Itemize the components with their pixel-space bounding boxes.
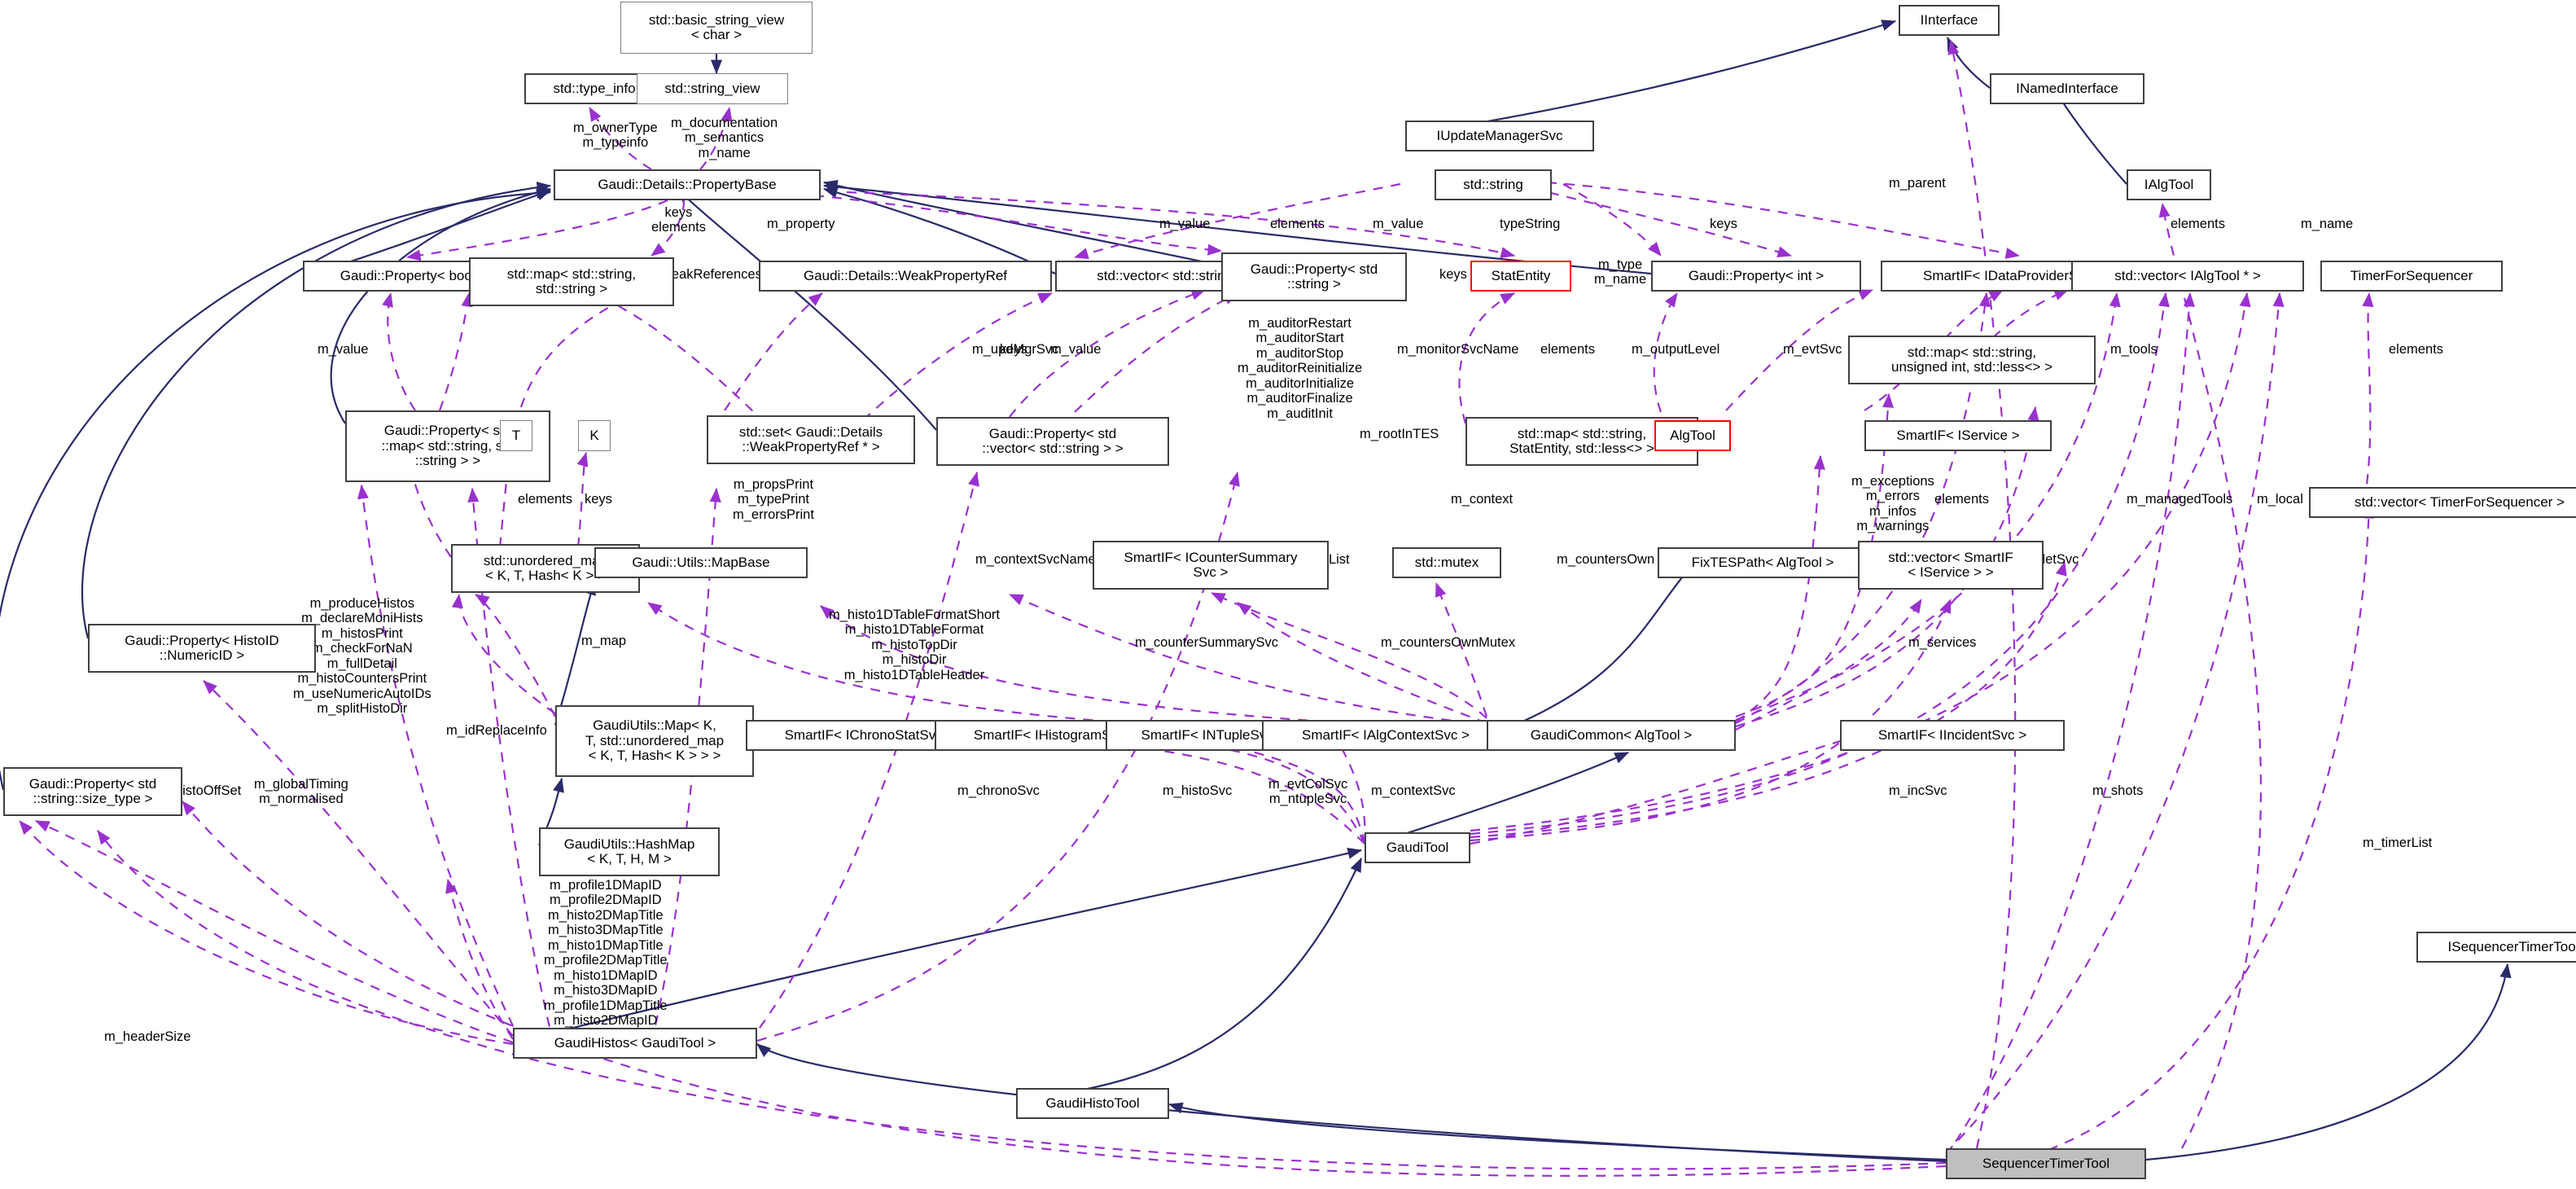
edge-label-l_ownerType: m_ownerType m_typeinfo (573, 121, 658, 151)
edge-label-l_auditors: m_auditorRestart m_auditorStart m_audito… (1238, 316, 1363, 421)
edge-label-l_m_parent: m_parent (1889, 176, 1946, 191)
class-node-prop_histoid[interactable]: Gaudi::Property< HistoID ::NumericID > (88, 624, 316, 673)
edge-label-l_m_map: m_map (581, 634, 627, 648)
class-node-K[interactable]: K (578, 420, 611, 451)
edge-label-l_m_property: m_property (767, 217, 835, 231)
edge-label-l_m_countersOwn: m_countersOwn (1557, 552, 1655, 567)
edge-label-l_keys_3: keys (1439, 267, 1467, 282)
edge-label-l_keys_4: keys (585, 492, 612, 507)
class-node-vec_smartif_iservice[interactable]: std::vector< SmartIF < IService > > (1858, 541, 2044, 590)
edge-label-l_m_evtSvc: m_evtSvc (1783, 342, 1842, 357)
class-node-isequencertimertool[interactable]: ISequencerTimerTool (2416, 932, 2576, 963)
edge-label-l_m_outputLevel: m_outputLevel (1632, 342, 1720, 357)
class-node-map_str_uint[interactable]: std::map< std::string, unsigned int, std… (1848, 336, 2096, 384)
class-node-gaudiutils_hashmap[interactable]: GaudiUtils::HashMap < K, T, H, M > (539, 827, 720, 876)
edge-label-l_m_services: m_services (1908, 635, 1977, 650)
class-node-mutex[interactable]: std::mutex (1392, 547, 1501, 578)
class-node-set_weakpropertyref[interactable]: std::set< Gaudi::Details ::WeakPropertyR… (707, 415, 915, 464)
edge-label-l_m_context: m_context (1451, 492, 1514, 507)
edge-label-l_m_evtColSvc: m_evtColSvc m_ntupleSvc (1268, 777, 1348, 807)
class-node-smartif_ialgcontext[interactable]: SmartIF< IAlgContextSvc > (1262, 720, 1509, 751)
class-node-prop_size_type[interactable]: Gaudi::Property< std ::string::size_type… (3, 767, 182, 816)
class-node-smartif_icountersummary[interactable]: SmartIF< ICounterSummary Svc > (1093, 541, 1329, 590)
edge-label-l_documentation: m_documentation m_semantics m_name (671, 116, 778, 160)
edge-label-l_m_countersOwnMutex: m_countersOwnMutex (1381, 635, 1516, 650)
class-node-weakpropertyref[interactable]: Gaudi::Details::WeakPropertyRef (759, 261, 1052, 292)
edge-label-l_m_chronoSvc: m_chronoSvc (957, 783, 1040, 798)
class-node-prop_std_string[interactable]: Gaudi::Property< std ::string > (1221, 252, 1407, 301)
edge-label-l_m_value_4: m_value (1050, 342, 1102, 357)
edge-label-l_m_idReplaceInfo: m_idReplaceInfo (446, 723, 547, 738)
edge-label-l_m_histoSvc: m_histoSvc (1163, 783, 1233, 798)
class-node-propertybase[interactable]: Gaudi::Details::PropertyBase (554, 169, 821, 200)
edge-label-l_m_histo1DTable: m_histo1DTableFormatShort m_histo1DTable… (829, 608, 1001, 682)
class-node-prop_vec_string[interactable]: Gaudi::Property< std ::vector< std::stri… (936, 417, 1169, 466)
class-node-timerforsequencer[interactable]: TimerForSequencer (2320, 261, 2503, 292)
edge-label-l_elements_6: elements (518, 492, 572, 507)
class-node-smartif_iincident[interactable]: SmartIF< IIncidentSvc > (1840, 720, 2065, 751)
class-node-mapbase[interactable]: Gaudi::Utils::MapBase (594, 547, 808, 578)
edge-label-l_m_exceptions: m_exceptions m_errors m_infos m_warnings (1851, 474, 1934, 534)
edge-label-l_m_counterSummarySvc: m_counterSummarySvc (1135, 635, 1279, 650)
edge-label-l_m_updMgrSvc: m_updMgrSvc (972, 342, 1059, 357)
edge-label-l_m_contextSvc: m_contextSvc (1371, 783, 1456, 798)
class-node-sequencertimertool[interactable]: SequencerTimerTool (1946, 1148, 2146, 1179)
class-node-vec_timerforsequencer[interactable]: std::vector< TimerForSequencer > (2309, 487, 2576, 518)
class-node-map_str_str[interactable]: std::map< std::string, std::string > (469, 257, 674, 306)
class-node-stdstring[interactable]: std::string (1435, 169, 1552, 200)
edge-label-l_m_name: m_name (2301, 217, 2354, 231)
class-node-T[interactable]: T (500, 420, 532, 451)
class-node-string_view[interactable]: std::string_view (637, 73, 788, 104)
edge-label-l_m_monitorSvcName: m_monitorSvcName (1397, 342, 1519, 357)
edge-label-l_elements_2: elements (2171, 217, 2225, 231)
edge-label-l_m_timerList: m_timerList (2363, 836, 2433, 850)
class-node-prop_int[interactable]: Gaudi::Property< int > (1651, 261, 1861, 292)
class-node-gaudicommon[interactable]: GaudiCommon< AlgTool > (1487, 720, 1736, 751)
edge-label-l_m_value_3: m_value (318, 342, 369, 357)
class-node-iupdatemanagersvc[interactable]: IUpdateManagerSvc (1405, 121, 1594, 151)
edge-label-l_m_value_2: m_value (1373, 217, 1424, 231)
class-node-vec_ialgtool[interactable]: std::vector< IAlgTool * > (2071, 261, 2304, 292)
class-node-algtool[interactable]: AlgTool (1654, 420, 1731, 451)
class-node-inamedinterface[interactable]: INamedInterface (1990, 73, 2144, 104)
edge-label-l_elements_3: elements (1540, 342, 1595, 357)
edge-label-l_keys_elements: keys elements (651, 205, 706, 235)
edge-label-l_elements_5: elements (1934, 492, 1989, 507)
edge-label-l_m_profile1DMapID: m_profile1DMapID m_profile2DMapID m_hist… (544, 878, 668, 1043)
class-node-iinterface[interactable]: IInterface (1899, 5, 2000, 36)
edge-label-l_m_incSvc: m_incSvc (1889, 783, 1947, 798)
class-node-gaudihistos[interactable]: GaudiHistos< GaudiTool > (513, 1028, 757, 1059)
edge-label-l_m_headerSize: m_headerSize (104, 1029, 191, 1044)
edge-label-l_m_type_name: m_type m_name (1594, 257, 1647, 287)
edge-label-l_elements_1: elements (1270, 217, 1325, 231)
class-node-gaudiutils_map[interactable]: GaudiUtils::Map< K, T, std::unordered_ma… (555, 705, 754, 777)
edge-label-l_m_contextSvcName: m_contextSvcName (975, 552, 1096, 567)
class-node-basic_string_view[interactable]: std::basic_string_view < char > (620, 2, 813, 54)
edge-label-l_m_globalTiming: m_globalTiming m_normalised (254, 777, 348, 807)
class-node-smartif_iservice[interactable]: SmartIF< IService > (1864, 420, 2052, 451)
edge-label-l_m_local: m_local (2257, 492, 2303, 507)
class-node-ialgtool[interactable]: IAlgTool (2127, 169, 2211, 200)
edge-label-l_m_shots: m_shots (2092, 783, 2144, 798)
edge-label-l_typeString: typeString (1500, 217, 1561, 231)
edge-label-l_elements_4: elements (2389, 342, 2443, 357)
edge-label-l_m_tools: m_tools (2110, 342, 2158, 357)
edge-label-l_m_rootInTES: m_rootInTES (1360, 427, 1439, 441)
class-node-gauditool[interactable]: GaudiTool (1365, 832, 1470, 863)
edge-label-l_m_propsPrint: m_propsPrint m_typePrint m_errorsPrint (733, 477, 814, 522)
edge-label-l_m_value_1: m_value (1159, 217, 1211, 231)
class-node-statentity[interactable]: StatEntity (1470, 261, 1571, 292)
class-node-fixtespath[interactable]: FixTESPath< AlgTool > (1658, 547, 1868, 578)
edge-label-l_m_managedTools: m_managedTools (2127, 492, 2233, 507)
edge-label-l_keys_1: keys (1710, 217, 1737, 231)
class-node-gaudihistotool[interactable]: GaudiHistoTool (1016, 1088, 1169, 1119)
